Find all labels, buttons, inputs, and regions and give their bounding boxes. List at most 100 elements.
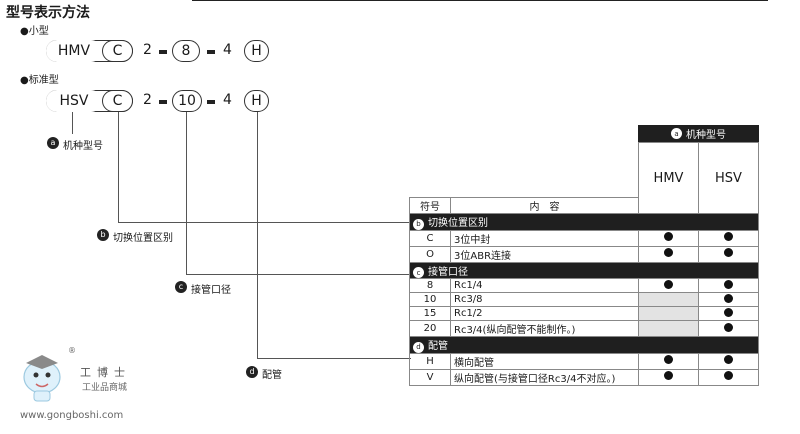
standard-code-dash [159,100,167,104]
leader-line-a [72,112,73,134]
leader-line-d [257,358,411,359]
registered-mark: ® [68,346,76,355]
section-label: 切换位置区别 [428,218,488,229]
row-content: Rc3/8 [450,292,639,307]
leader-line-c [186,274,411,275]
callout-c-marker: c [175,281,187,293]
standard-piping-part: H [244,90,269,112]
applicable-dot-icon [724,248,733,257]
row-symbol: H [409,352,451,370]
row-symbol: 10 [409,292,451,307]
row-symbol: C [409,229,451,247]
model-header: a 机种型号 [638,125,759,142]
section-title: c 接管口径 [409,261,759,279]
row-hmv-mark [638,306,699,321]
model-header-label: 机种型号 [686,130,726,141]
header-content: 内 容 [450,197,639,214]
applicable-dot-icon [664,248,673,257]
row-hsv-mark [698,245,759,263]
section-marker: d [413,341,424,353]
callout-b-marker: b [97,229,109,241]
callout-c-label: 接管口径 [191,285,231,296]
row-hmv-mark [638,278,699,293]
section-label: 接管口径 [428,266,468,278]
standard-code-digit: 2 [143,92,152,108]
row-content: 3位ABR连接 [450,245,639,263]
small-port-part: 8 [172,40,200,62]
applicable-dot-icon [724,307,733,317]
leader-line-c [186,112,187,274]
applicable-dot-icon [724,322,733,332]
callout-a-label: 机种型号 [63,141,103,152]
standard-switch-part: C [102,90,133,112]
applicable-dot-icon [664,371,673,380]
callout-d-label: 配管 [262,370,282,381]
row-content: 横向配管 [450,352,639,370]
row-symbol: O [409,245,451,263]
section-row: d 配管 [409,336,759,354]
small-model-part: HMV [46,40,102,62]
standard-model-part: HSV [46,90,102,112]
brand-url: www.gongboshi.com [20,410,124,421]
callout-b-label: 切换位置区别 [113,233,173,244]
section-label: 配管 [428,341,448,352]
row-content: Rc3/4(纵向配管不能制作。) [450,320,639,337]
title-rule [192,0,768,1]
row-hsv-mark [698,229,759,247]
standard-code-dash [207,100,215,104]
small-switch-part: C [102,40,133,62]
standard-type-label: ●标准型 [20,75,59,86]
applicable-dot-icon [724,355,733,364]
callout-d-marker: d [246,366,258,378]
row-symbol: V [409,368,451,386]
row-content: Rc1/2 [450,306,639,321]
section-marker: b [413,218,424,230]
applicable-dot-icon [664,232,673,241]
row-hmv-mark [638,292,699,307]
leader-line-b [118,112,119,222]
callout-a-marker: a [47,137,59,149]
standard-port-part: 10 [172,90,202,112]
model-header-marker: a [671,128,682,139]
row-content: 3位中封 [450,229,639,247]
row-hmv-mark [638,368,699,386]
row-hsv-mark [698,368,759,386]
row-hmv-mark [638,245,699,263]
row-hsv-mark [698,306,759,321]
row-content: Rc1/4 [450,278,639,293]
standard-code-digit: 4 [223,92,232,108]
row-content: 纵向配管(与接管口径Rc3/4不对应。) [450,368,639,386]
page-title: 型号表示方法 [6,5,90,21]
applicable-dot-icon [724,293,733,303]
small-piping-part: H [244,40,269,62]
brand-tagline: 工业品商城 [82,383,128,393]
row-hsv-mark [698,320,759,337]
applicable-dot-icon [724,232,733,241]
row-hsv-mark [698,292,759,307]
small-type-label: ●小型 [20,26,49,37]
brand-name: 工博士 [80,366,131,379]
section-marker: c [413,267,424,278]
row-hsv-mark [698,278,759,293]
small-code-dash [207,50,215,54]
row-hmv-mark [638,229,699,247]
row-hsv-mark [698,352,759,370]
table-header-row: 符号 内 容 [409,197,759,214]
small-code-digit: 2 [143,42,152,58]
section-title: b 切换位置区别 [409,213,759,231]
row-symbol: 20 [409,320,451,337]
small-code-digit: 4 [223,42,232,58]
row-hmv-mark [638,352,699,370]
leader-line-b [118,222,411,223]
row-hmv-mark [638,320,699,337]
small-code-dash [159,50,167,54]
leader-line-d [257,112,258,358]
